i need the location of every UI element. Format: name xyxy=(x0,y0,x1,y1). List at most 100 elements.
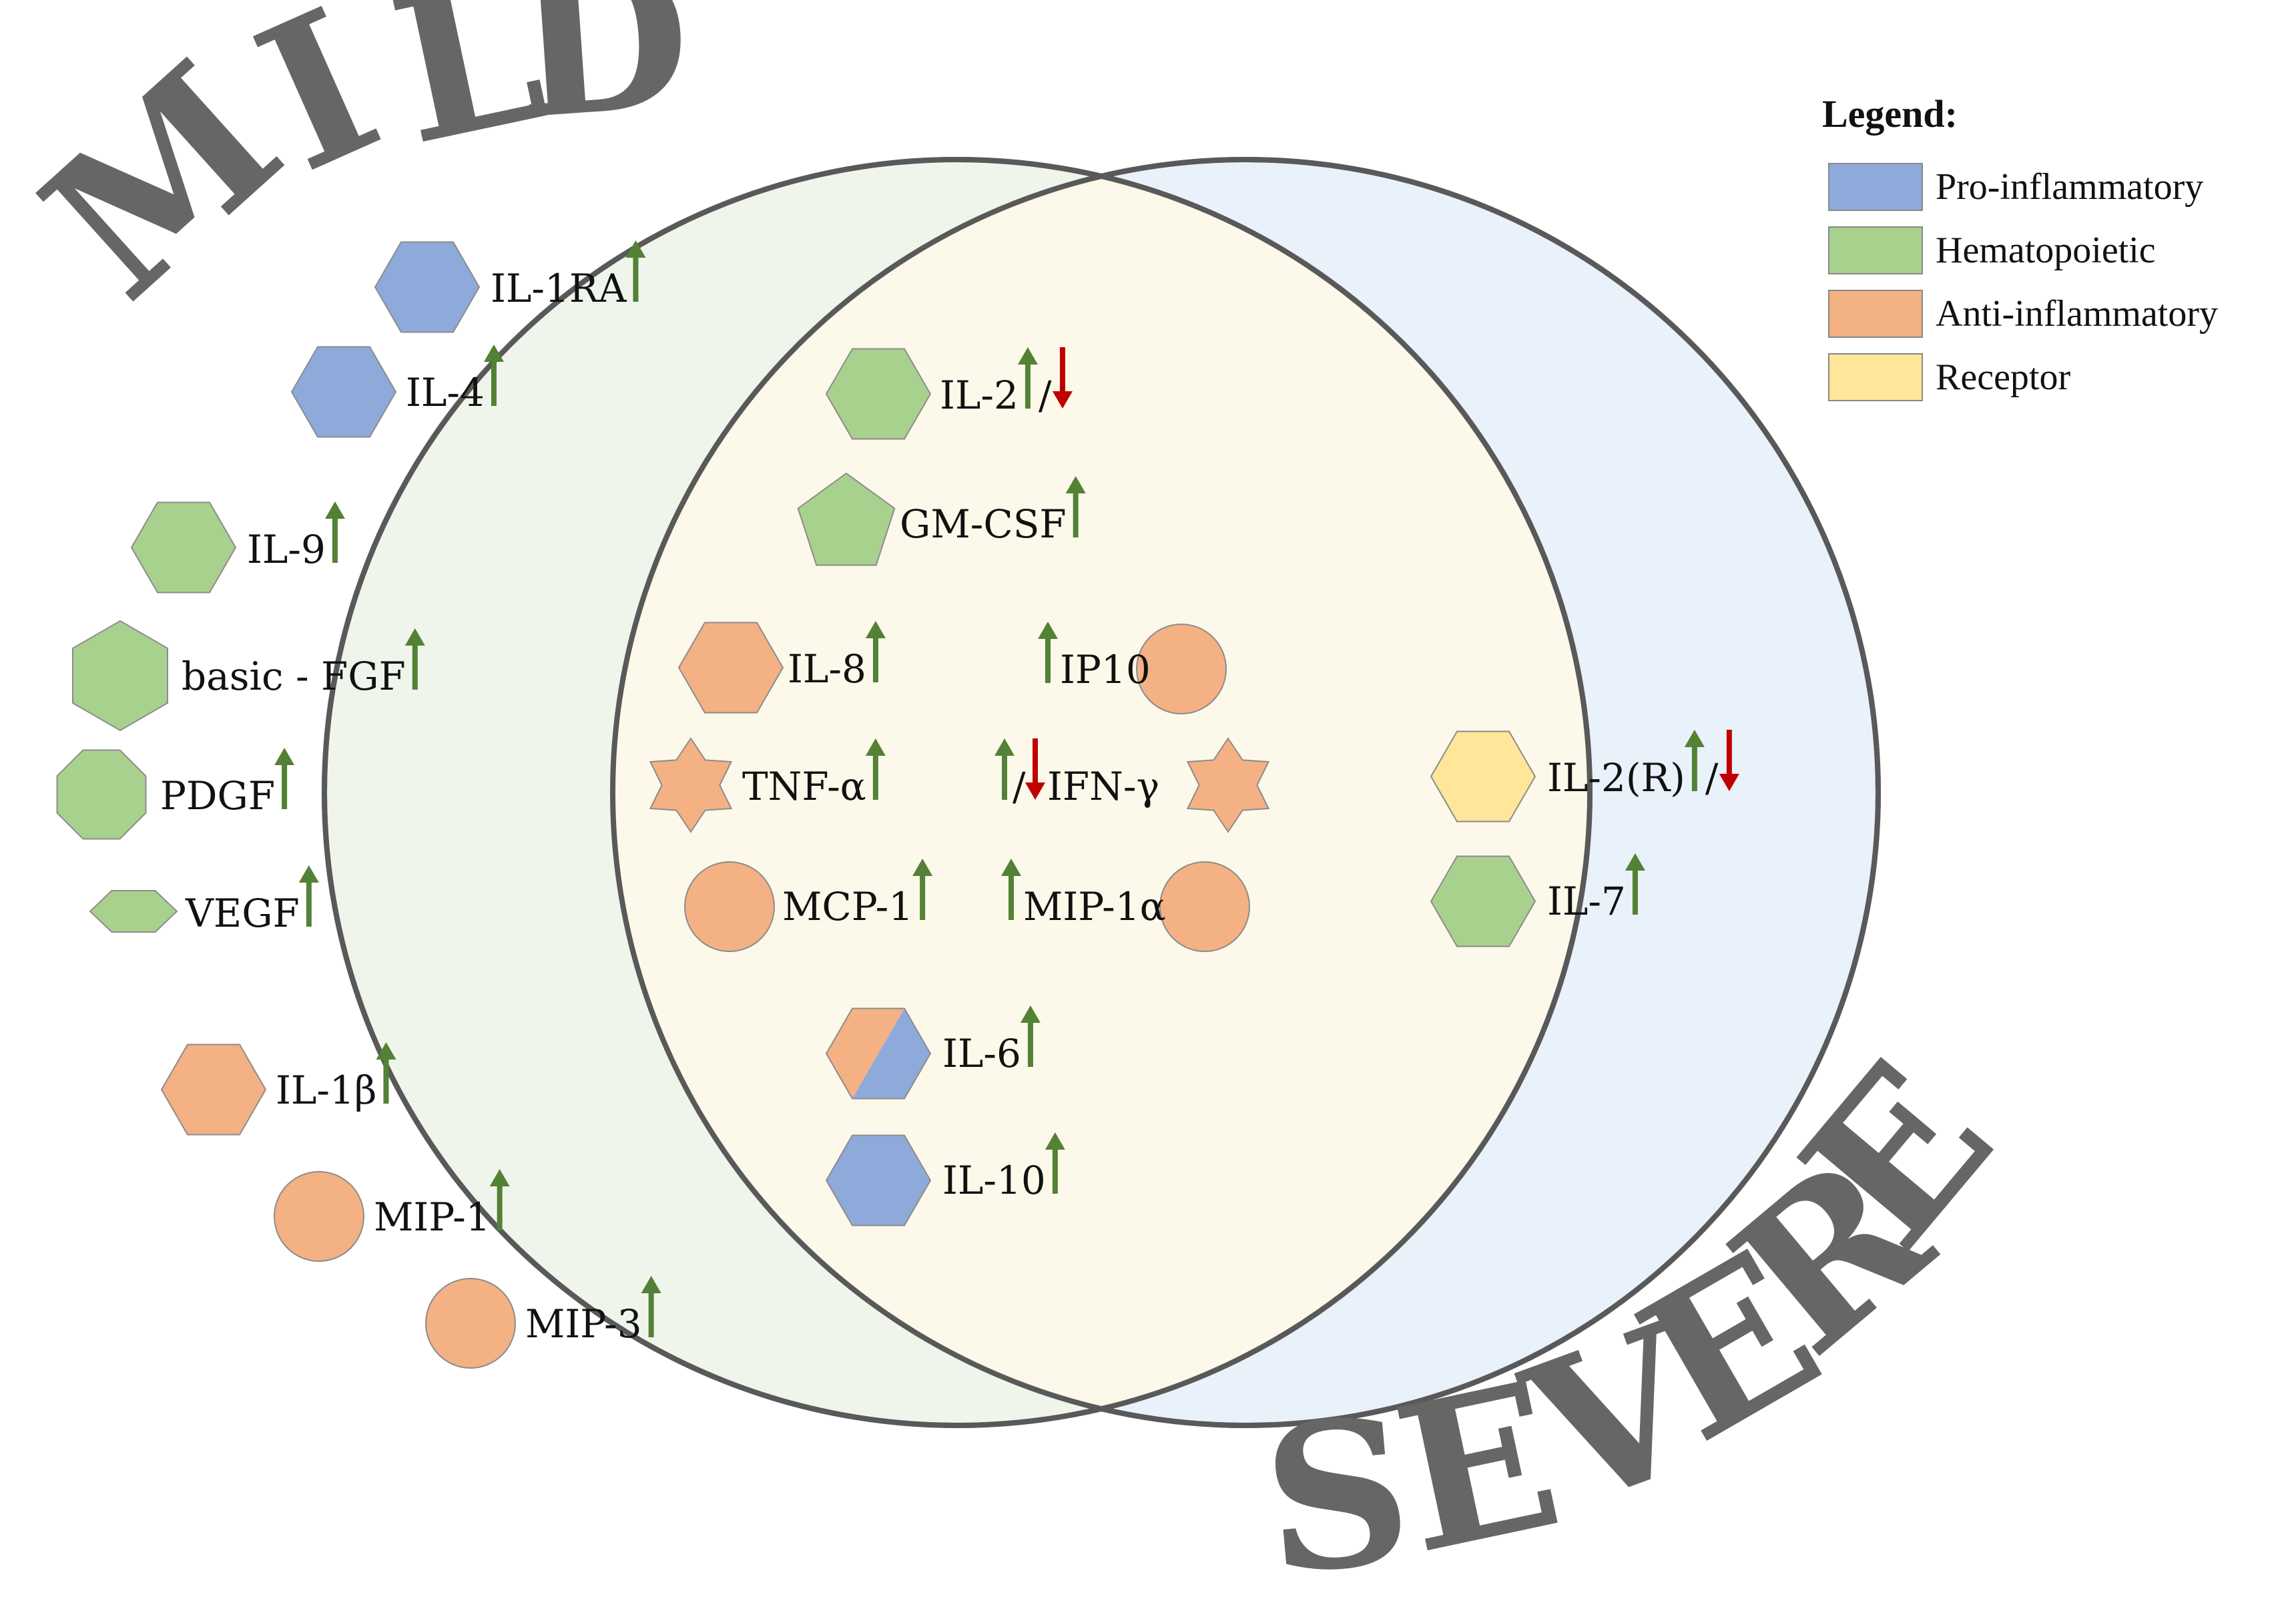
legend-swatch-hema xyxy=(1828,226,1923,274)
marker-label-bfgf: basic - FGF xyxy=(182,654,406,699)
hexagon-shape xyxy=(72,620,168,732)
slash-separator: / xyxy=(1705,755,1719,801)
hexagon-shape xyxy=(290,346,397,438)
marker-label-vegf: VEGF xyxy=(185,891,300,936)
legend-title: Legend: xyxy=(1822,92,1958,136)
severe-title-letter-1: S xyxy=(1255,1372,1420,1597)
severe-outline xyxy=(610,157,1881,1428)
circle-shape xyxy=(425,1278,516,1369)
arrow-up-icon xyxy=(274,748,295,809)
circle-shape xyxy=(1159,861,1250,952)
arrow-up-icon xyxy=(865,738,886,800)
marker-il2: IL-2/ xyxy=(825,347,1073,440)
legend-entry-anti: Anti-inflammatory xyxy=(1828,290,2218,338)
marker-gmcsf: GM-CSF xyxy=(797,472,1086,566)
marker-il4: IL-4 xyxy=(290,345,504,438)
marker-label-mip3: MIP-3 xyxy=(525,1301,642,1347)
legend: Legend: Pro-inflammatoryHematopoieticAnt… xyxy=(1822,92,2218,401)
hexagon-shape xyxy=(89,890,178,933)
legend-entry-rec: Receptor xyxy=(1828,353,2070,401)
marker-label-ifng: IFN-γ xyxy=(1047,764,1159,809)
arrow-up-icon xyxy=(641,1276,661,1337)
arrow-up-icon xyxy=(625,240,646,302)
marker-pdgf: PDGF xyxy=(56,748,295,840)
arrow-up-icon xyxy=(994,738,1015,800)
marker-ip10: IP10 xyxy=(1038,622,1227,714)
hexagon-shape xyxy=(374,241,481,333)
marker-il9: IL-9 xyxy=(130,501,345,594)
mild-title-letter-4: D xyxy=(507,0,697,164)
legend-label-rec: Receptor xyxy=(1936,357,2070,398)
hexagon-shape xyxy=(1430,730,1536,823)
marker-il2r: IL-2(R) / xyxy=(1430,730,1739,823)
octagon-shape xyxy=(56,749,147,840)
legend-swatch-anti xyxy=(1828,290,1923,338)
marker-il1ra: IL-1RA xyxy=(374,240,646,333)
legend-label-anti: Anti-inflammatory xyxy=(1936,293,2218,334)
marker-label-il1b: IL-1β xyxy=(276,1068,376,1113)
hexagon-shape xyxy=(825,348,932,440)
marker-label-ip10: IP10 xyxy=(1060,647,1151,692)
marker-label-gmcsf: GM-CSF xyxy=(900,501,1067,547)
arrow-up-icon xyxy=(324,501,345,563)
marker-vegf: VEGF xyxy=(89,865,319,936)
star-shape xyxy=(649,737,733,833)
arrow-up-icon xyxy=(1045,1132,1065,1194)
hexagon-shape xyxy=(130,501,237,594)
marker-il1b: IL-1β xyxy=(160,1042,396,1136)
legend-entry-pro: Pro-inflammatory xyxy=(1828,163,2203,211)
arrow-up-icon xyxy=(1625,853,1645,915)
hexagon-shape xyxy=(677,622,784,714)
slash-separator: / xyxy=(1039,373,1052,418)
arrow-up-icon xyxy=(865,621,886,682)
legend-label-hema: Hematopoietic xyxy=(1936,230,2156,271)
marker-label-mcp1: MCP-1 xyxy=(782,884,913,929)
marker-label-il10: IL-10 xyxy=(942,1158,1046,1203)
marker-il7: IL-7 xyxy=(1430,853,1645,947)
hexagon-shape xyxy=(160,1044,267,1136)
arrow-down-icon xyxy=(1025,738,1045,800)
arrow-up-icon xyxy=(1017,347,1038,409)
arrow-up-icon xyxy=(483,345,504,406)
marker-mip1a: MIP-1α xyxy=(1001,859,1250,952)
legend-label-pro: Pro-inflammatory xyxy=(1936,166,2203,208)
circle-shape xyxy=(274,1171,364,1262)
legend-swatch-pro xyxy=(1828,163,1923,211)
marker-mip3: MIP-3 xyxy=(425,1276,661,1369)
marker-label-il6: IL-6 xyxy=(942,1031,1021,1076)
arrow-down-icon xyxy=(1052,347,1073,409)
severe-title: S E V E R E xyxy=(1255,1021,2036,1597)
mild-outline xyxy=(322,157,1593,1428)
circle-shape xyxy=(684,861,775,952)
slash-separator: / xyxy=(1013,764,1026,809)
marker-label-pdgf: PDGF xyxy=(160,773,275,819)
split-hexagon-part-1 xyxy=(826,1008,904,1099)
arrow-up-icon xyxy=(298,865,319,927)
marker-label-mip1a: MIP-1α xyxy=(1023,884,1166,929)
pentagon-shape xyxy=(797,472,896,566)
marker-label-il7: IL-7 xyxy=(1547,879,1626,924)
marker-mcp1: MCP-1 xyxy=(684,859,933,952)
star-shape xyxy=(1186,737,1270,833)
arrow-up-icon xyxy=(489,1169,510,1230)
marker-bfgf: basic - FGF xyxy=(72,620,425,732)
legend-entry-hema: Hematopoietic xyxy=(1828,226,2156,274)
hexagon-shape xyxy=(1430,855,1536,947)
arrow-up-icon xyxy=(404,628,425,690)
arrow-up-icon xyxy=(912,859,933,920)
marker-label-il9: IL-9 xyxy=(247,527,326,572)
marker-label-il4: IL-4 xyxy=(406,370,485,415)
marker-il8: IL-8 xyxy=(677,621,886,714)
arrow-up-icon xyxy=(1001,859,1021,920)
arrow-up-icon xyxy=(376,1042,396,1104)
marker-label-il2r: IL-2(R) xyxy=(1547,755,1685,801)
marker-il10: IL-10 xyxy=(825,1132,1065,1226)
marker-tnfa: TNF-α xyxy=(649,737,886,833)
marker-label-il8: IL-8 xyxy=(788,646,866,692)
arrow-up-icon xyxy=(1020,1005,1041,1067)
split-hexagon-shape xyxy=(825,1007,932,1100)
arrow-down-icon xyxy=(1719,730,1739,791)
marker-ifng: IFN-γ / xyxy=(994,737,1270,833)
